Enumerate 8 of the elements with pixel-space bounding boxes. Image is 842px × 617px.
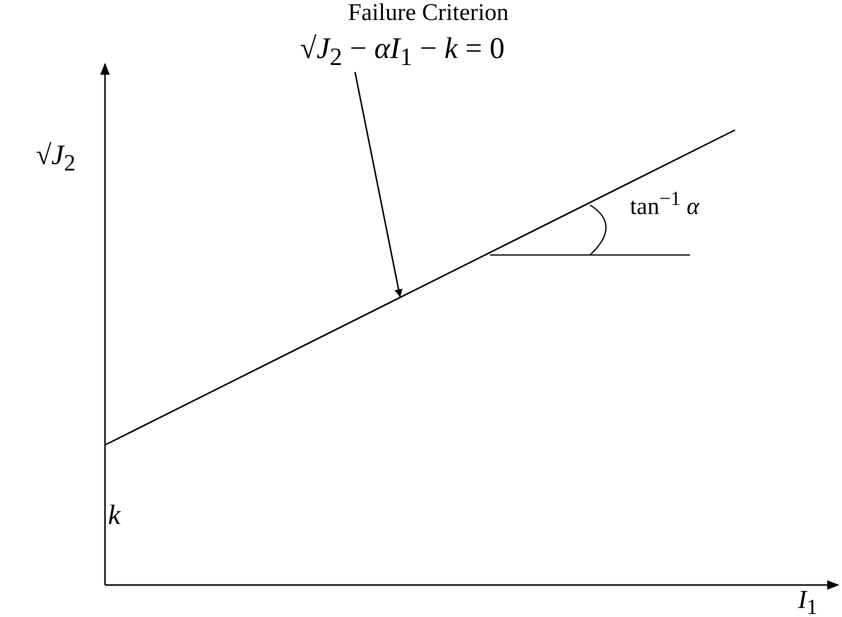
angle-label: tan$^{−1}$ α — [630, 188, 700, 221]
equation-label: √J$_{2}$ − αI$_{1}$ − k = 0 — [300, 32, 505, 72]
axis-label: k — [108, 500, 120, 532]
axis-label: √J$_{2}$ — [36, 140, 76, 178]
axis-label: I$_{1}$ — [798, 585, 818, 617]
chart-title: Failure Criterion — [348, 0, 509, 27]
failure-line — [104, 129, 736, 446]
leader-arrow — [354, 72, 402, 298]
